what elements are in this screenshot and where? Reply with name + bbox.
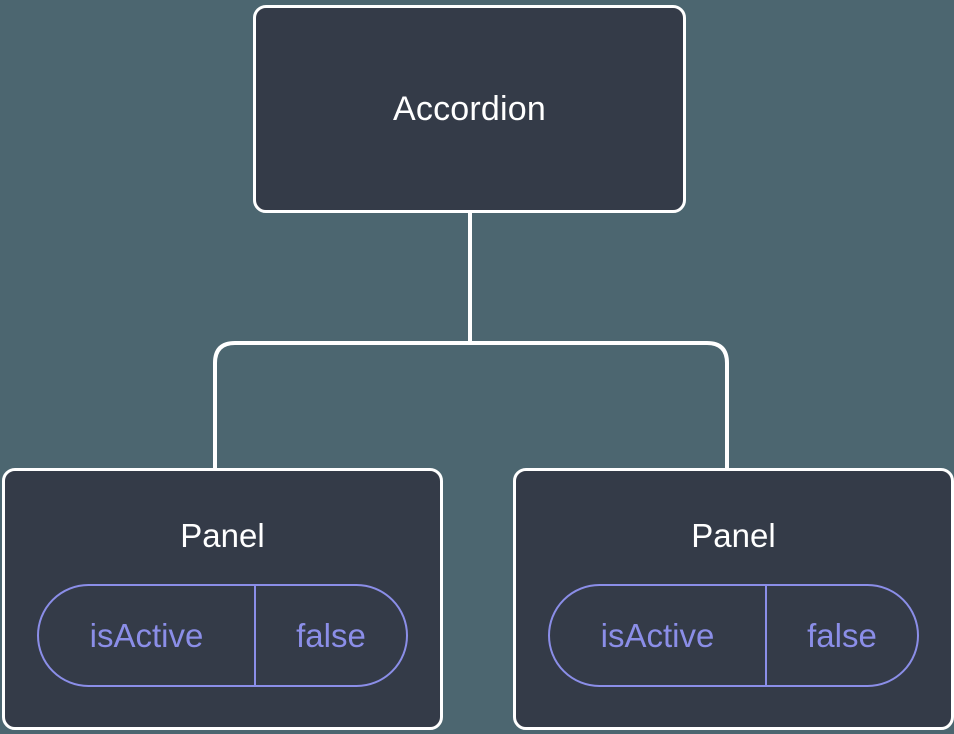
prop-badge-isactive[interactable]: isActive false [548, 584, 919, 687]
node-panel-2[interactable]: Panel isActive false [513, 468, 954, 730]
edge-to-panel-left [213, 341, 470, 468]
prop-badge-isactive[interactable]: isActive false [37, 584, 408, 687]
prop-value: false [296, 617, 366, 654]
prop-key: isActive [550, 586, 767, 685]
node-panel-1[interactable]: Panel isActive false [2, 468, 443, 730]
node-title: Panel [180, 517, 265, 554]
node-accordion[interactable]: Accordion [253, 5, 686, 213]
prop-key: isActive [39, 586, 256, 685]
edge-to-panel-right [470, 341, 729, 468]
node-title: Accordion [393, 90, 546, 128]
node-title: Panel [691, 517, 776, 554]
prop-value: false [807, 617, 877, 654]
